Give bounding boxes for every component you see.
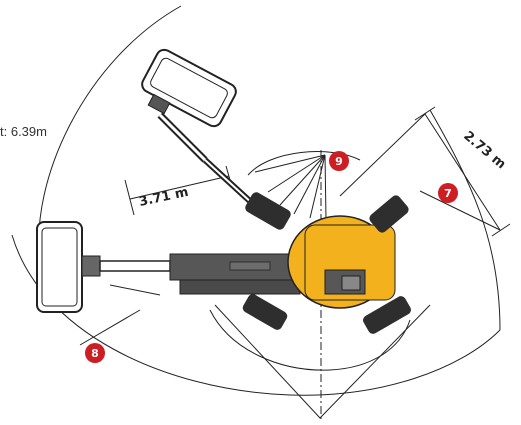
- horizontal-boom-detail: [229, 261, 271, 271]
- horizontal-platform-basket: [36, 221, 83, 313]
- outer-arc-right: [429, 109, 501, 331]
- guide-line-8-b: [109, 284, 161, 296]
- machine-chassis: [287, 215, 396, 309]
- marker-8-label: 8: [91, 347, 99, 360]
- dimension-line-2-73: [424, 113, 501, 231]
- elevated-boom-upper-inner: [158, 113, 207, 162]
- tracks: [242, 192, 411, 334]
- dimension-extension-2-73-upper: [339, 112, 427, 197]
- elevated-jib-joint: [147, 93, 171, 115]
- inner-arc-bottom: [209, 309, 411, 371]
- elevated-boom: [141, 48, 268, 218]
- horizontal-platform-rail: [41, 227, 78, 307]
- fan-lines: [254, 154, 327, 221]
- marker-7-label: 7: [444, 187, 452, 200]
- track-bottom-right: [363, 296, 411, 334]
- dimension-tick-3-71-left: [124, 179, 135, 216]
- track-top-right: [369, 195, 409, 233]
- elevated-platform-rail: [150, 57, 228, 119]
- inner-arc-top: [247, 151, 361, 176]
- marker-8: 8: [85, 343, 105, 363]
- horizontal-boom-tip: [99, 260, 171, 272]
- bottom-v-wedge: [214, 304, 431, 419]
- marker-7: 7: [438, 183, 458, 203]
- marker-9-label: 9: [335, 155, 343, 168]
- elevated-platform-basket: [141, 48, 237, 128]
- horizontal-jib: [81, 255, 101, 277]
- dimension-line-3-71: [129, 175, 230, 200]
- marker-9: 9: [329, 151, 349, 171]
- dimension-extension-2-73: [419, 190, 501, 231]
- dimension-tick-2-73-bottom: [491, 223, 511, 237]
- guide-line-8-a: [79, 309, 141, 346]
- dimension-label-2-73: 2.73 m: [460, 129, 508, 173]
- dimension-label-3-71: 3.71 m: [138, 185, 190, 210]
- side-note-cut: t: 6.39m: [0, 124, 47, 139]
- chassis-control-box: [341, 275, 361, 291]
- horizontal-boom-base: [179, 279, 301, 295]
- track-top-left: [245, 192, 291, 230]
- track-bottom-left: [242, 294, 288, 330]
